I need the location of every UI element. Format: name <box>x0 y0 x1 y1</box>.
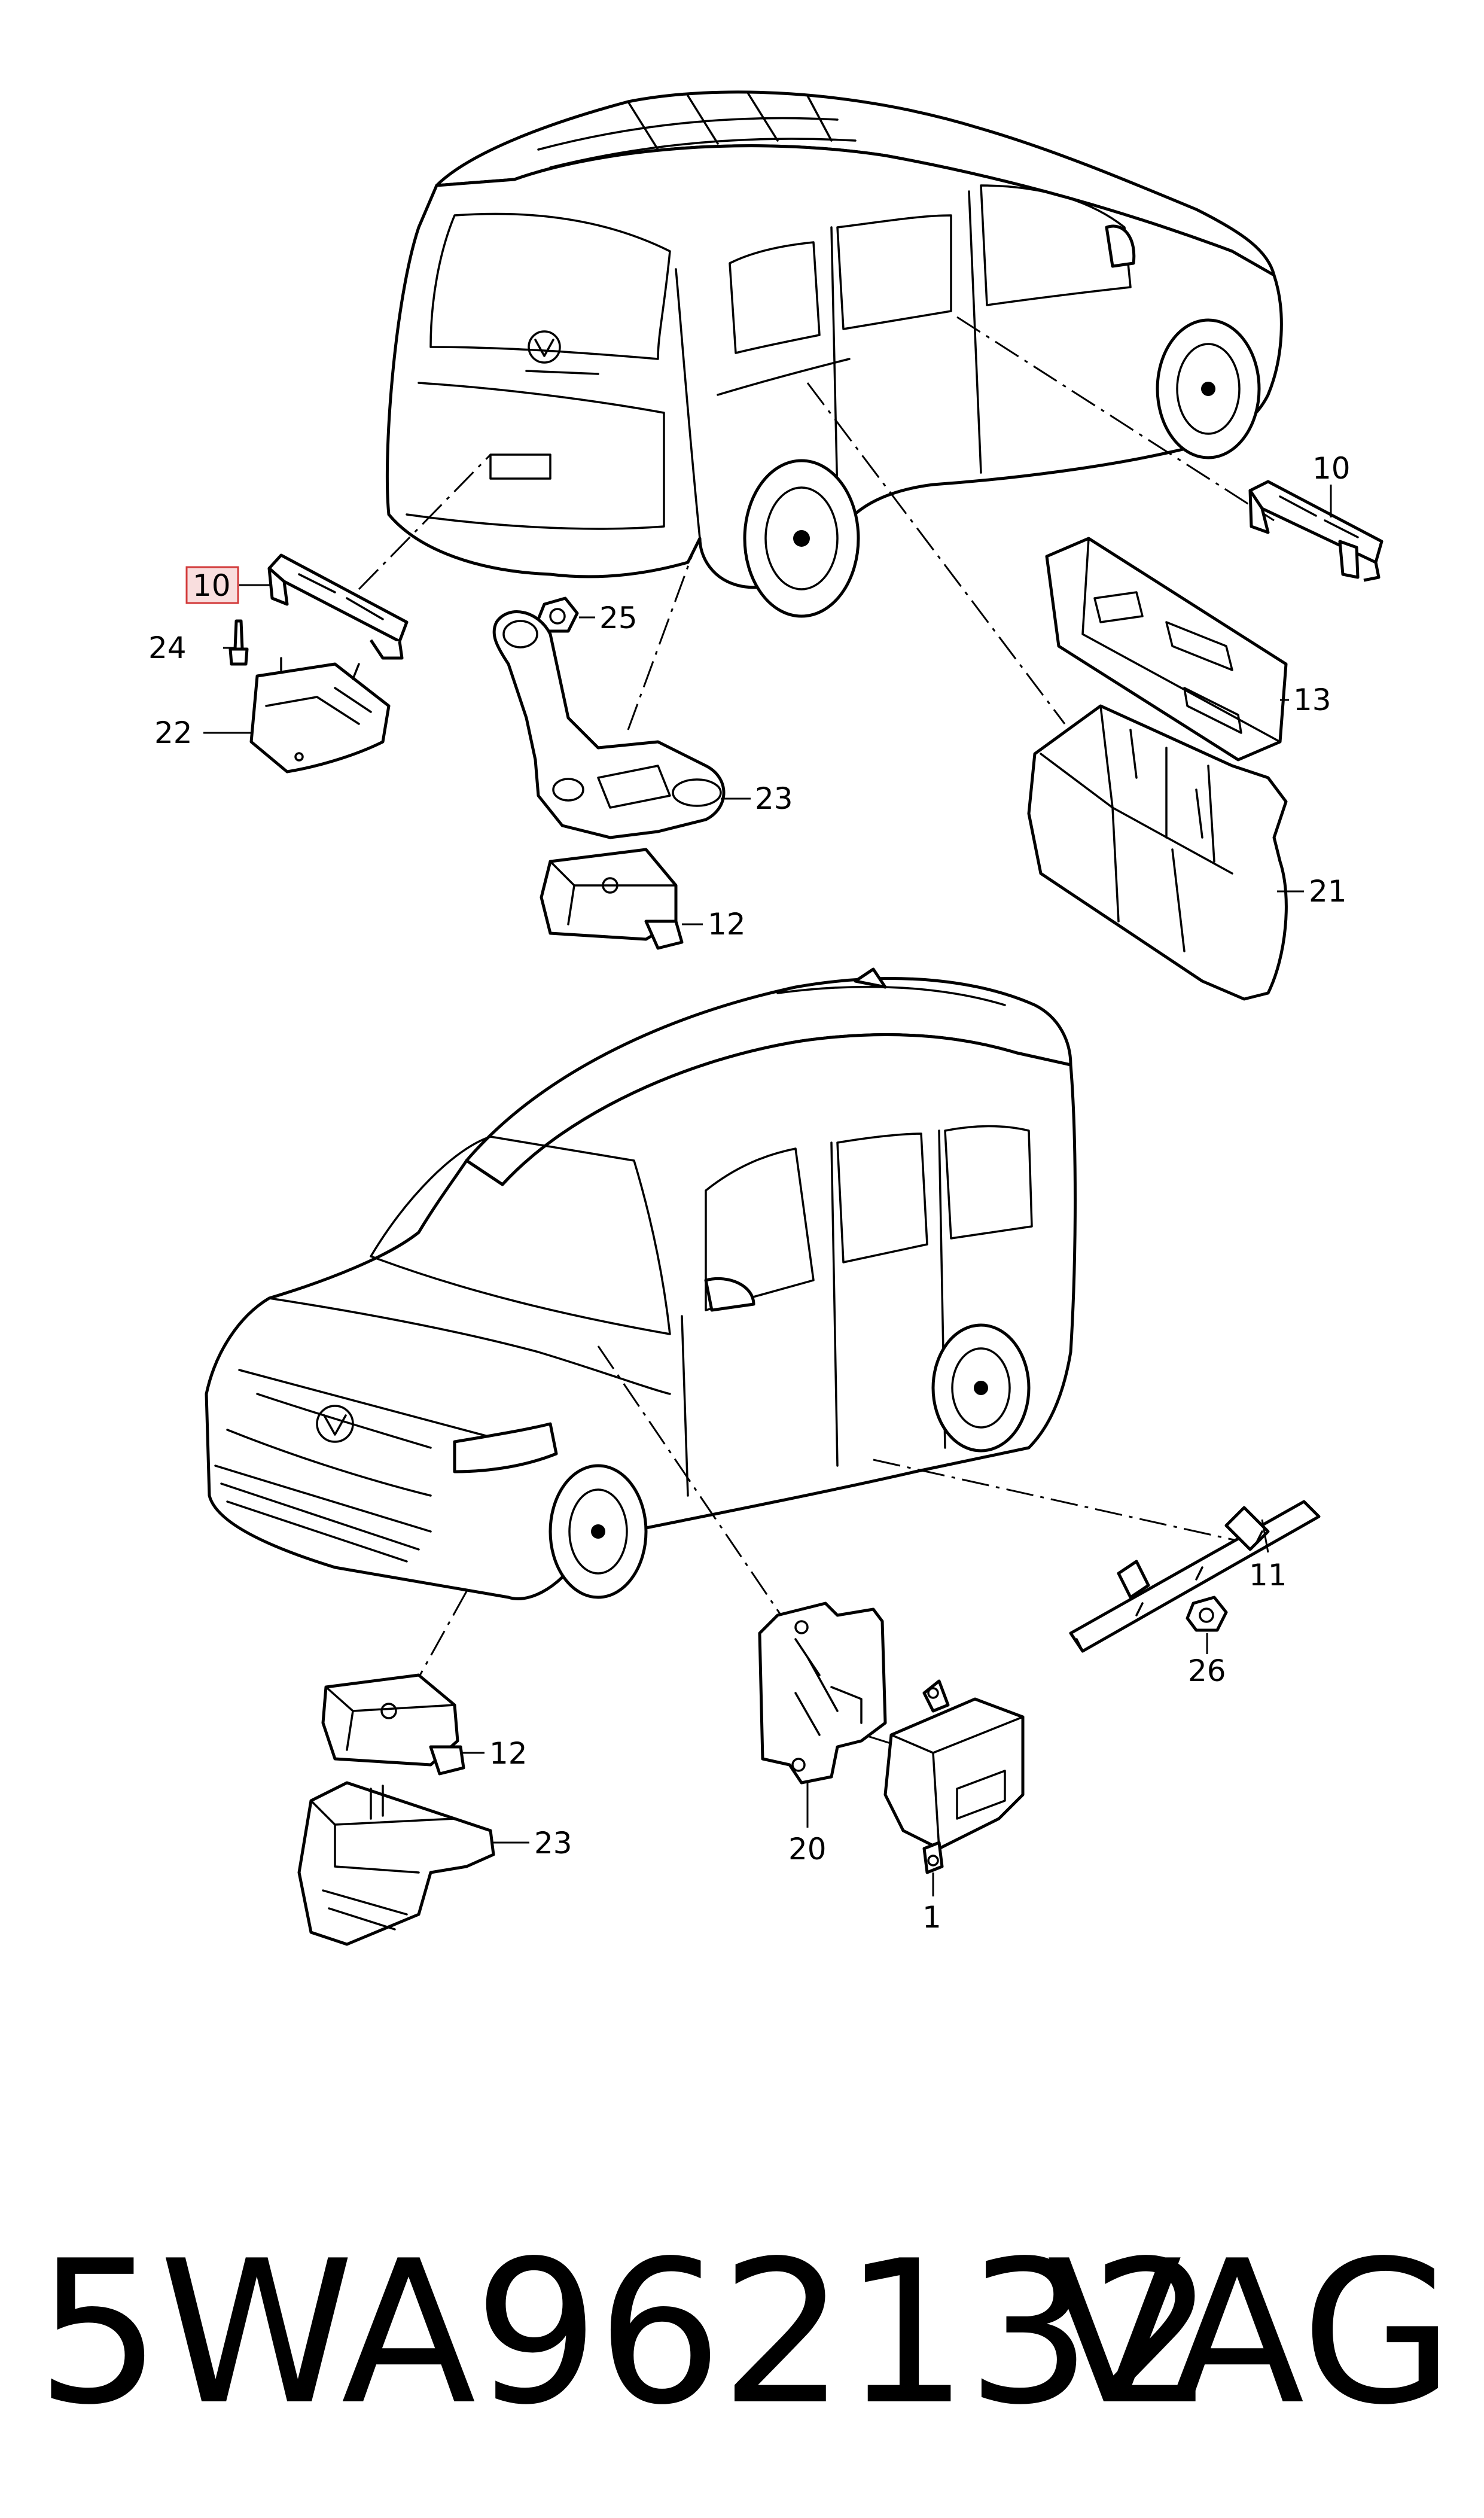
part-23-lower-bracket <box>297 1781 495 1946</box>
callout-11: 11 <box>1249 1558 1287 1593</box>
part-10-rear-antenna <box>267 553 409 660</box>
callout-24: 24 <box>148 631 187 665</box>
part-24-screw <box>228 619 249 666</box>
highlight-box <box>185 566 239 604</box>
guide-lines-rear <box>358 316 1275 730</box>
part-20-bracket-plate <box>758 1601 887 1785</box>
leader-lines <box>203 485 1332 1896</box>
part-13-control-unit <box>1045 537 1288 762</box>
part-22-bracket <box>249 657 391 774</box>
part-12-lower-module <box>321 1673 465 1776</box>
part-10-side-antenna <box>1248 480 1384 582</box>
callout-20: 20 <box>788 1832 827 1867</box>
callout-1: 1 <box>922 1900 941 1935</box>
part-number: 5WA962132 <box>36 2218 1215 2448</box>
callout-22: 22 <box>154 715 193 750</box>
part-21-tray <box>1027 704 1288 1001</box>
callout-23-lower: 23 <box>534 1826 572 1861</box>
part-23-upper-bracket <box>492 610 726 839</box>
vehicle-rear-view <box>385 90 1283 618</box>
part-1-control-unit <box>883 1679 1025 1874</box>
callout-25: 25 <box>599 601 638 635</box>
part-12-upper-module <box>540 848 684 950</box>
part-26-nut <box>1186 1596 1228 1632</box>
vehicle-front-view <box>205 967 1077 1600</box>
parts-diagram: 10 24 22 25 23 12 10 13 21 11 26 12 23 2… <box>148 90 1384 1946</box>
callout-labels: 10 24 22 25 23 12 10 13 21 11 26 12 23 2… <box>148 451 1351 1935</box>
callout-13: 13 <box>1293 683 1331 717</box>
callout-10-left: 10 <box>193 568 231 603</box>
brand-label: VAG <box>1047 2218 1454 2448</box>
callout-10-right: 10 <box>1312 451 1351 486</box>
part-11-rail <box>1069 1500 1321 1653</box>
callout-23-upper: 23 <box>755 781 793 816</box>
callout-12-upper: 12 <box>708 907 746 942</box>
callout-12-lower: 12 <box>489 1736 528 1771</box>
callout-21: 21 <box>1309 874 1347 909</box>
callout-26: 26 <box>1188 1654 1226 1688</box>
